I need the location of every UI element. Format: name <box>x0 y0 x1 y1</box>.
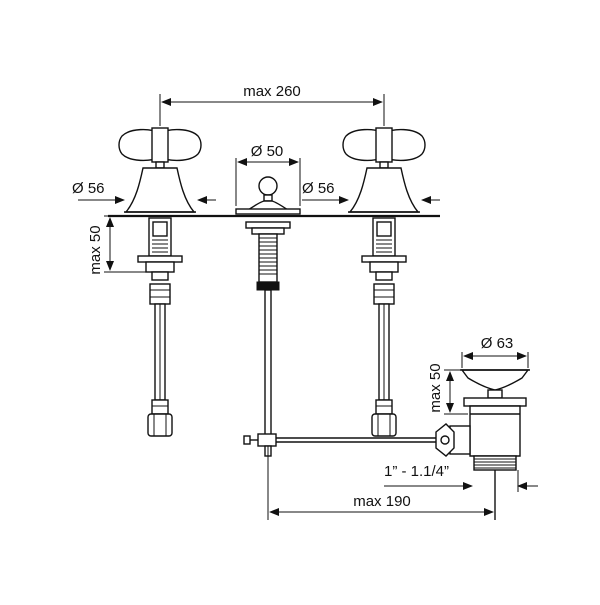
center-spout <box>235 176 442 457</box>
label-waste-diameter: Ø 63 <box>481 335 514 352</box>
dimension-spout-diameter: Ø 50 <box>235 143 301 206</box>
label-thread-size: 1” - 1.1/4” <box>384 463 449 480</box>
right-valve <box>342 127 426 437</box>
label-left-height: max 50 <box>87 225 104 274</box>
dimension-waste-diameter: Ø 63 <box>461 335 529 368</box>
dimension-thread-size: 1” - 1.1/4” <box>384 463 538 492</box>
label-right-valve-diameter: Ø 56 <box>302 180 335 197</box>
dimension-rod-length: max 190 <box>267 446 494 520</box>
left-valve <box>118 127 202 437</box>
dimension-waste-height: max 50 <box>427 363 468 415</box>
dimension-max-260: max 260 <box>159 83 385 126</box>
label-waste-height: max 50 <box>427 363 444 412</box>
label-max-260: max 260 <box>243 83 301 100</box>
label-left-valve-diameter: Ø 56 <box>72 180 105 197</box>
dimension-right-valve-diameter: Ø 56 <box>302 180 440 204</box>
label-rod-length: max 190 <box>353 493 411 510</box>
label-spout-diameter: Ø 50 <box>251 143 284 160</box>
dimension-left-valve-diameter: Ø 56 <box>72 180 216 204</box>
waste-drain <box>435 369 530 520</box>
thread-lines <box>259 237 277 275</box>
dimension-left-height: max 50 <box>87 215 146 275</box>
